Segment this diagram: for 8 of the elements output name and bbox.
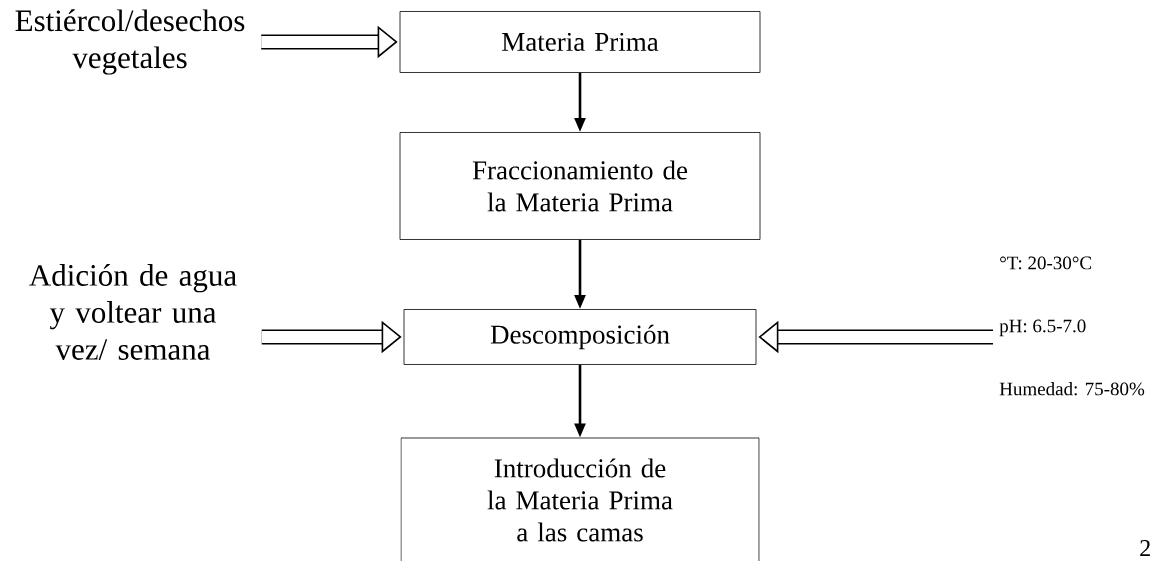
- page-number: 2: [1140, 540, 1150, 556]
- input-text: Adición de agua y voltear una vez/ semana: [29, 264, 237, 360]
- process-box: Materia Prima: [399, 11, 761, 73]
- process-box: Fraccionamiento de la Materia Prima: [399, 132, 761, 240]
- process-box: Introducción de la Materia Prima a las camas: [400, 437, 760, 561]
- input-text: Estiércol/desechos vegetales: [15, 9, 245, 75]
- condition-text: °T: 20-30°C pH: 6.5-7.0 Humedad: 75-80%: [999, 256, 1145, 396]
- process-box: Descomposición: [403, 309, 757, 365]
